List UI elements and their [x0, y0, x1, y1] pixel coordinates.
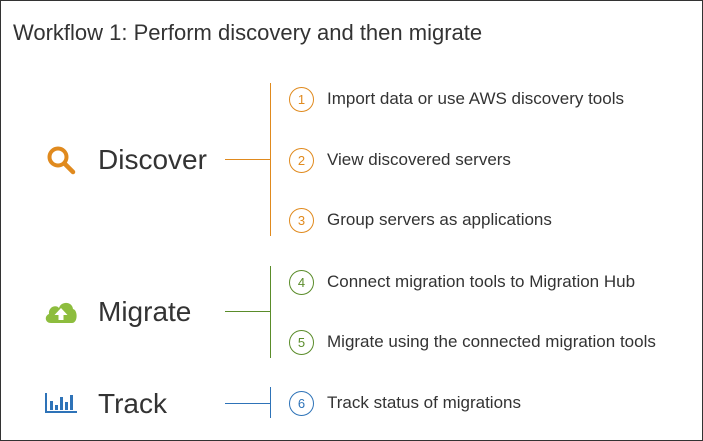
- connector-migrate: [225, 311, 271, 312]
- step-number-badge: 6: [289, 390, 314, 416]
- step-number-badge: 3: [289, 207, 314, 233]
- step-number-badge: 2: [289, 147, 314, 173]
- magnifier-icon: [47, 146, 76, 175]
- connector-discover: [225, 159, 271, 160]
- phase-label-migrate: Migrate: [98, 296, 192, 327]
- bar-chart-icon: [45, 393, 77, 413]
- diagram-title: Workflow 1: Perform discovery and then m…: [13, 20, 483, 45]
- step-text: Migrate using the connected migration to…: [327, 332, 656, 351]
- phase-label-track: Track: [98, 388, 167, 419]
- phase-label-discover: Discover: [98, 144, 207, 175]
- step-number-badge: 1: [289, 86, 314, 112]
- connector-track: [225, 403, 271, 404]
- step-6: 6 Track status of migrations: [289, 389, 521, 417]
- bracket-discover: [270, 83, 271, 236]
- step-3: 3 Group servers as applications: [289, 206, 552, 234]
- step-text: Connect migration tools to Migration Hub: [327, 272, 636, 291]
- bracket-track: [270, 387, 271, 418]
- step-text: Track status of migrations: [327, 393, 521, 412]
- step-5: 5 Migrate using the connected migration …: [289, 328, 656, 356]
- step-number-badge: 4: [289, 269, 314, 295]
- bracket-migrate: [270, 266, 271, 358]
- step-2: 2 View discovered servers: [289, 146, 511, 174]
- step-4: 4 Connect migration tools to Migration H…: [289, 268, 635, 296]
- step-1: 1 Import data or use AWS discovery tools: [289, 85, 624, 113]
- step-number-badge: 5: [289, 329, 314, 355]
- step-text: View discovered servers: [327, 150, 511, 169]
- step-text: Group servers as applications: [327, 210, 552, 229]
- cloud-upload-icon: [45, 302, 77, 323]
- step-text: Import data or use AWS discovery tools: [327, 89, 624, 108]
